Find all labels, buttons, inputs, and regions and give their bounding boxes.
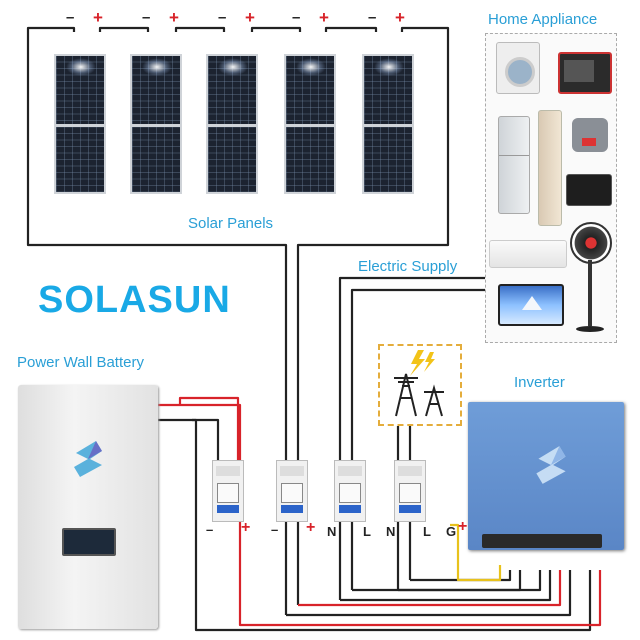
tv-icon bbox=[498, 284, 564, 326]
brand-logo-icon bbox=[74, 441, 102, 477]
fridge-icon bbox=[498, 116, 530, 214]
solar-panel-icon bbox=[284, 54, 336, 194]
panel-polarity: + bbox=[319, 8, 329, 27]
inverter-connectors bbox=[482, 534, 602, 548]
panel-jumper bbox=[324, 26, 378, 32]
terminal-l-1: L bbox=[363, 524, 371, 539]
solar-panel-icon bbox=[362, 54, 414, 194]
panel-jumper bbox=[98, 26, 150, 32]
panel-polarity: + bbox=[245, 8, 255, 27]
panel-polarity: – bbox=[66, 9, 75, 26]
terminal-n-1: N bbox=[327, 524, 337, 539]
battery-positive-wire-b bbox=[178, 396, 240, 460]
terminal-l-2: L bbox=[423, 524, 431, 539]
electric-supply-label: Electric Supply bbox=[358, 258, 458, 275]
oven-icon bbox=[558, 52, 612, 94]
air-purifier-icon bbox=[538, 110, 562, 226]
power-wall-battery-label: Power Wall Battery bbox=[17, 354, 144, 371]
panel-polarity: + bbox=[93, 8, 103, 27]
breaker-icon bbox=[394, 460, 426, 522]
out-n1 bbox=[340, 570, 552, 602]
supply-line-l bbox=[350, 288, 485, 590]
terminal-battery-positive: + bbox=[241, 519, 251, 536]
out-solar-pos bbox=[298, 570, 562, 607]
supply-line-n bbox=[338, 276, 485, 600]
terminal-n-2: N bbox=[386, 524, 396, 539]
rice-cooker-icon bbox=[572, 118, 608, 152]
terminal-solar-negative: – bbox=[271, 522, 279, 537]
washing-machine-icon bbox=[496, 42, 540, 94]
panel-polarity: – bbox=[142, 9, 151, 26]
terminal-solar-positive: + bbox=[306, 519, 316, 536]
battery-display bbox=[62, 528, 116, 556]
brand-title: SOLASUN bbox=[38, 279, 231, 321]
panel-jumper bbox=[174, 26, 226, 32]
panel-polarity: + bbox=[395, 8, 405, 27]
battery-icon bbox=[18, 385, 158, 629]
home-appliance-label: Home Appliance bbox=[488, 11, 598, 28]
solar-panels-label: Solar Panels bbox=[188, 215, 274, 232]
power-tower-icon bbox=[394, 350, 444, 417]
appliance-panel bbox=[485, 33, 617, 343]
breaker-icon bbox=[276, 460, 308, 522]
panel-polarity: – bbox=[218, 9, 227, 26]
breaker-icon bbox=[212, 460, 244, 522]
ground-wire bbox=[450, 523, 502, 582]
air-conditioner-icon bbox=[489, 240, 567, 268]
terminal-g: G bbox=[446, 524, 457, 539]
solar-panel-icon bbox=[206, 54, 258, 194]
breaker-icon bbox=[334, 460, 366, 522]
microwave-icon bbox=[566, 174, 612, 206]
brand-logo-icon bbox=[536, 446, 566, 484]
inverter-icon bbox=[468, 402, 624, 550]
battery-positive-wire bbox=[158, 403, 602, 627]
fan-icon bbox=[570, 222, 612, 334]
utility-grid-box bbox=[378, 344, 462, 426]
panel-polarity: – bbox=[292, 9, 301, 26]
solar-panel-icon bbox=[54, 54, 106, 194]
battery-negative-wire bbox=[158, 418, 592, 632]
solar-panel-icon bbox=[130, 54, 182, 194]
terminal-inverter-positive: + bbox=[458, 518, 468, 535]
panel-polarity: + bbox=[169, 8, 179, 27]
inverter-label: Inverter bbox=[514, 374, 565, 391]
out-solar-neg bbox=[286, 570, 572, 617]
panel-polarity: – bbox=[368, 9, 377, 26]
out-l2 bbox=[410, 570, 512, 582]
battery-negative-wire-b bbox=[192, 418, 220, 460]
panel-jumper bbox=[250, 26, 302, 32]
solar-string-negative bbox=[26, 26, 288, 615]
solar-string-positive bbox=[296, 26, 450, 605]
out-n2 bbox=[398, 570, 522, 592]
terminal-battery-negative: – bbox=[206, 522, 214, 537]
